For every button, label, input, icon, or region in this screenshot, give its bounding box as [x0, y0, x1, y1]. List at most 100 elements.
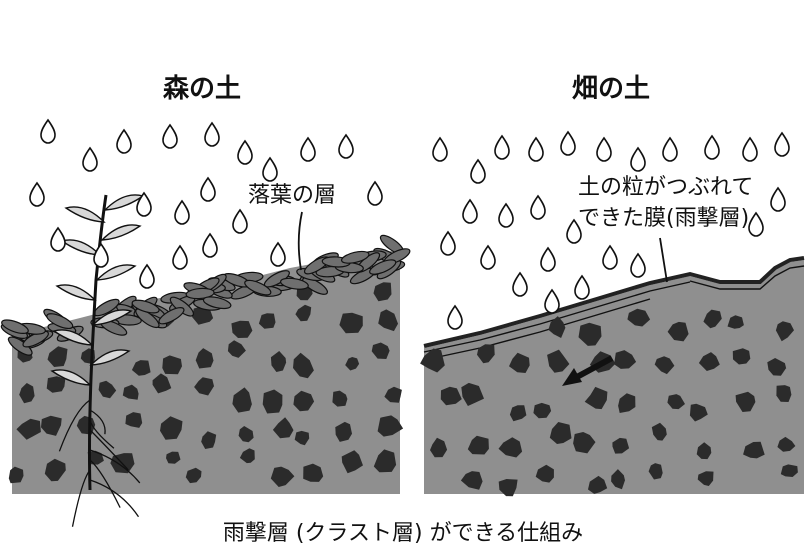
soil-clod	[614, 350, 637, 369]
soil-clod	[509, 352, 530, 373]
raindrop-icon	[470, 159, 486, 184]
leaf-litter-layer	[0, 234, 411, 356]
fallen-leaf	[369, 259, 397, 275]
raindrop-icon	[596, 137, 612, 162]
soil-clod	[477, 344, 495, 364]
soil-clod	[548, 316, 566, 338]
soil-clod	[232, 387, 252, 413]
soil-clod	[41, 415, 62, 436]
plant-leaf	[50, 369, 92, 386]
soil-clod	[667, 321, 689, 342]
raindrop-icon	[29, 182, 45, 207]
soil-clod	[377, 415, 404, 437]
soil-clod	[776, 385, 792, 402]
raindrop-icon	[748, 212, 764, 237]
soil-clod	[335, 421, 352, 442]
soil-clod	[194, 377, 214, 396]
soil-clod	[573, 432, 596, 454]
soil-clod	[44, 458, 66, 482]
forest-title: 森の土	[163, 74, 241, 104]
soil-clod	[166, 451, 181, 464]
plant-root	[89, 429, 129, 471]
soil-clod	[549, 422, 572, 444]
soil-clod	[651, 422, 667, 441]
raindrop-icon	[202, 233, 218, 258]
soil-clod	[339, 312, 363, 334]
leaf-layer-pointer	[297, 211, 303, 271]
raindrop-icon	[630, 147, 646, 172]
plant-root	[89, 449, 141, 484]
soil-clod	[122, 384, 139, 400]
soil-clod	[16, 418, 41, 440]
soil-clod	[125, 412, 143, 428]
soil-clod	[262, 389, 283, 414]
soil-clod	[775, 321, 794, 342]
raindrop-icon	[139, 264, 155, 289]
raindrop-icon	[262, 157, 278, 182]
raindrop-icon	[602, 245, 618, 270]
fallen-leaf	[280, 277, 309, 290]
soil-clod	[160, 416, 183, 440]
fallen-leaf	[185, 287, 215, 300]
soil-clod	[780, 464, 798, 477]
soil-clod	[332, 390, 348, 407]
soil-clod	[231, 320, 253, 338]
soil-clod	[612, 437, 630, 454]
crust-label-line2: できた膜(雨撃層)	[578, 206, 749, 231]
soil-clod	[627, 308, 651, 327]
raindrop-icon	[338, 134, 354, 159]
soil-clod	[295, 304, 312, 322]
plant-leaf	[64, 206, 106, 223]
fallen-leaf	[202, 296, 232, 310]
soil-clod	[258, 313, 276, 329]
soil-clod	[270, 351, 287, 372]
raindrop-icon	[162, 124, 178, 149]
soil-clod	[420, 348, 445, 373]
soil-clod	[588, 475, 608, 494]
raindrop-icon	[530, 195, 546, 220]
plant-leaf	[91, 309, 133, 326]
plant-leaf	[89, 349, 131, 366]
soil-clod	[498, 479, 518, 497]
soil-clod	[272, 417, 294, 439]
fallen-leaf	[302, 277, 329, 295]
raindrop-icon	[232, 209, 248, 234]
soil-clod	[46, 376, 66, 393]
soil-clod	[131, 360, 151, 376]
plant-root	[71, 469, 91, 527]
fallen-leaf	[158, 307, 185, 325]
soil-clod	[611, 469, 625, 490]
raindrop-icon	[440, 231, 456, 256]
raindrop-icon	[630, 253, 646, 278]
raindrop-icon	[528, 137, 544, 162]
raindrop-icon	[560, 131, 576, 156]
soil-clod	[654, 356, 675, 375]
raindrop-icon	[174, 200, 190, 225]
raindrop-icon	[204, 122, 220, 147]
soil-clod	[743, 441, 765, 459]
soil-clod	[371, 342, 390, 359]
fallen-leaf	[341, 250, 370, 264]
fallen-leaf	[1, 319, 29, 334]
soil-clod	[777, 436, 796, 452]
raindrop-icon	[237, 140, 253, 165]
crust-label-line1: 土の粒がつぶれて	[578, 175, 753, 200]
soil-clod	[735, 391, 756, 412]
plant-root	[58, 399, 91, 452]
soil-clod	[293, 352, 314, 379]
soil-clod	[47, 346, 68, 367]
soil-clod	[618, 393, 636, 413]
soil-clod	[270, 466, 295, 487]
soil-clod	[345, 357, 360, 371]
raindrop-icon	[462, 199, 478, 224]
soil-clod	[697, 471, 714, 486]
soil-clod	[430, 437, 448, 458]
raindrop-icon	[447, 305, 463, 330]
soil-clod	[303, 463, 324, 482]
soil-clod	[185, 467, 202, 484]
soil-clod	[373, 449, 397, 473]
raindrop-icon	[662, 137, 678, 162]
raindrop-icon	[494, 135, 510, 160]
raindrop-icon	[480, 245, 496, 270]
